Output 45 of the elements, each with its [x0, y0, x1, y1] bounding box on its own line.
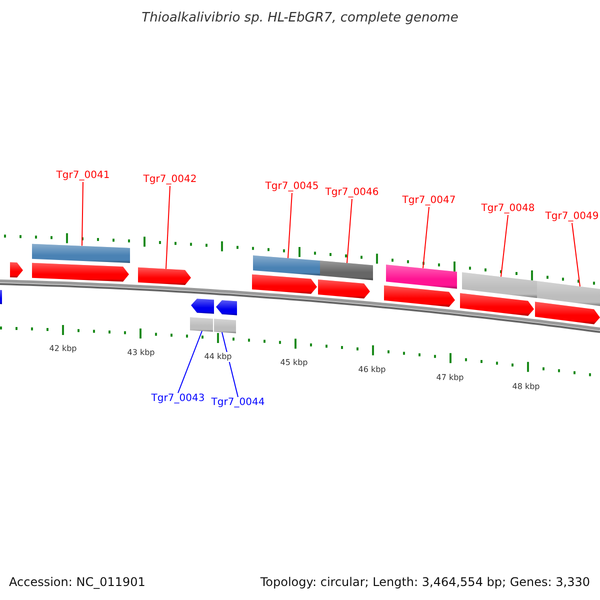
- gene-feature: [535, 302, 600, 324]
- accession-text: Accession: NC_011901: [9, 576, 146, 588]
- gene-feature: [216, 300, 237, 316]
- feature-bar: [32, 244, 130, 263]
- map-title: Thioalkalivibrio sp. HL-EbGR7, complete genome: [142, 12, 458, 24]
- gene-label: Tgr7_0041: [56, 171, 110, 181]
- feature-bar: [386, 264, 457, 289]
- gene-label: Tgr7_0047: [402, 196, 456, 206]
- leader-line: [500, 214, 508, 278]
- leader-line: [178, 330, 202, 394]
- scale-label: 46 kbp: [357, 365, 387, 375]
- gene-label: Tgr7_0046: [325, 188, 379, 198]
- gene-label: Tgr7_0048: [481, 204, 535, 214]
- gene-label: Tgr7_0045: [265, 182, 319, 192]
- gene-feature: [138, 267, 191, 285]
- scale-label: 47 kbp: [435, 373, 465, 383]
- feature-bar: [537, 281, 600, 306]
- feature-bar: [462, 272, 537, 298]
- leader-line: [82, 182, 84, 246]
- gene-label: Tgr7_0043: [151, 394, 205, 404]
- gene-feature: [460, 293, 534, 316]
- scale-label: 48 kbp: [511, 382, 541, 392]
- gene-label: Tgr7_0042: [143, 175, 197, 185]
- scale-label: 42 kbp: [48, 344, 78, 354]
- feature-bar: [253, 255, 320, 276]
- feature-bar: [214, 318, 236, 334]
- leader-line: [288, 192, 292, 259]
- gene-feature: [191, 298, 214, 314]
- scale-label: 45 kbp: [279, 358, 309, 368]
- gene-label: Tgr7_0044: [211, 398, 265, 408]
- genome-info-text: Topology: circular; Length: 3,464,554 bp; Genes: 3,330: [260, 576, 590, 588]
- gene-feature: [384, 285, 455, 307]
- gene-feature: [252, 274, 317, 294]
- leader-line: [572, 222, 580, 287]
- gene-label: Tgr7_0049: [545, 212, 599, 222]
- scale-label: 44 kbp: [203, 352, 233, 362]
- feature-bar: [320, 260, 373, 280]
- feature-bar: [190, 317, 213, 332]
- leader-line: [346, 198, 352, 264]
- gene-feature: [318, 280, 370, 298]
- scale-label: 43 kbp: [126, 348, 156, 358]
- gene-feature: [32, 262, 129, 282]
- leader-line: [166, 186, 170, 270]
- gene-feature: [10, 262, 23, 278]
- leader-line: [422, 206, 430, 269]
